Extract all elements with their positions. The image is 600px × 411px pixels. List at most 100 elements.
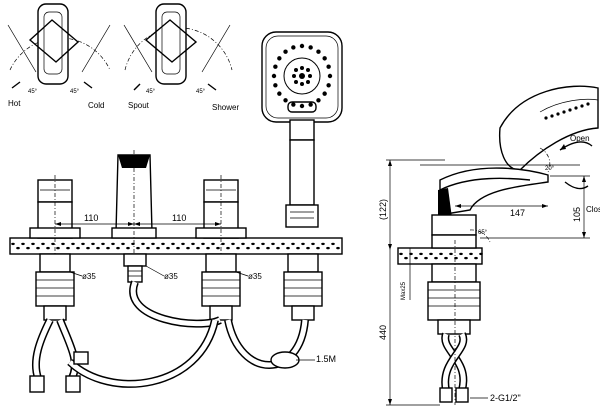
deck-texture-mark xyxy=(181,242,185,246)
deck-texture-mark xyxy=(76,246,80,250)
angle-label: 45° xyxy=(196,89,206,95)
deck-texture-mark xyxy=(61,242,65,246)
nozzle-dot xyxy=(277,56,282,61)
deck-texture-mark xyxy=(454,256,458,260)
deck-texture-mark xyxy=(206,246,210,250)
nozzle-dot xyxy=(271,73,277,79)
deck-texture-mark xyxy=(439,252,443,256)
shower-arrow xyxy=(207,83,217,91)
nozzle-dot xyxy=(299,103,305,109)
deck-texture-mark xyxy=(136,246,140,250)
deck-texture-mark xyxy=(11,242,15,246)
deck-texture-mark xyxy=(291,242,295,246)
height-above-label: (122) xyxy=(378,199,388,220)
deck-texture-mark xyxy=(246,246,250,250)
deck-texture-mark xyxy=(116,246,120,250)
nozzle-dot xyxy=(326,64,331,69)
nozzle-dot xyxy=(308,102,313,107)
deck-texture-mark xyxy=(101,242,105,246)
nozzle-dot xyxy=(556,112,560,116)
nozzle-dot xyxy=(291,45,296,50)
deck-texture-mark xyxy=(191,242,195,246)
nozzle-dot xyxy=(562,110,566,114)
deck-texture-mark xyxy=(196,246,200,250)
deck-texture-mark xyxy=(261,242,265,246)
deck-texture-mark xyxy=(444,256,448,260)
nozzle-dot xyxy=(277,91,282,96)
nozzle-dot xyxy=(273,83,278,88)
deck-texture-mark xyxy=(266,246,270,250)
hole-diameter-label: ø35 xyxy=(82,272,96,281)
nozzle-dot xyxy=(326,83,331,88)
angle-label: 45° xyxy=(146,89,156,95)
angle-label: 45° xyxy=(28,89,38,95)
deck-texture-mark xyxy=(91,242,95,246)
deck-texture-mark xyxy=(306,246,310,250)
nozzle-dot xyxy=(322,56,327,61)
deck-texture-mark xyxy=(331,242,335,246)
nozzle-dot xyxy=(568,108,572,112)
nozzle-dot xyxy=(292,74,296,78)
nozzle-dot xyxy=(586,102,590,106)
deck-texture-mark xyxy=(459,252,463,256)
deck-texture-mark xyxy=(404,256,408,260)
deck-texture-mark xyxy=(96,246,100,250)
deck-texture-mark xyxy=(474,256,478,260)
nozzle-dot xyxy=(291,102,296,107)
deck-texture-mark xyxy=(106,246,110,250)
cold-arrow xyxy=(83,81,93,89)
deck-texture-mark xyxy=(126,246,130,250)
nozzle-dot xyxy=(299,73,305,79)
deck-texture-mark xyxy=(311,242,315,246)
cold-label: Cold xyxy=(88,101,104,110)
deck-texture-mark xyxy=(166,246,170,250)
deck-texture-mark xyxy=(424,256,428,260)
hand-shower-head xyxy=(261,31,343,123)
deck-texture-mark xyxy=(146,246,150,250)
deck-texture-mark xyxy=(251,242,255,246)
deck-texture-mark xyxy=(161,242,165,246)
nozzle-dot xyxy=(574,106,578,110)
handle-diagram-hot-cold: 45° 45° Hot Cold xyxy=(7,3,111,110)
deck-texture-mark xyxy=(221,242,225,246)
spacing-left: 110 xyxy=(84,213,98,223)
handle-diagram-spout-shower: 45° 45° Spout Shower xyxy=(123,3,239,112)
deck-texture-mark xyxy=(226,246,230,250)
deck-texture-mark xyxy=(241,242,245,246)
nozzle-dot xyxy=(322,91,327,96)
deck-texture-mark xyxy=(21,242,25,246)
spout-label: Spout xyxy=(128,101,150,110)
deck-texture-mark xyxy=(216,246,220,250)
hose-length-label: 1.5M xyxy=(316,354,336,364)
angle-label: 45° xyxy=(70,89,80,95)
deck-texture-mark xyxy=(281,242,285,246)
nozzle-dot xyxy=(308,74,312,78)
deck-texture-mark xyxy=(46,246,50,250)
deck-texture-mark xyxy=(231,242,235,246)
nozzle-dot xyxy=(316,49,321,54)
base-angle-label: 65° xyxy=(478,230,488,236)
deck-texture-mark xyxy=(66,246,70,250)
nozzle-dot xyxy=(283,49,288,54)
nozzle-dot xyxy=(294,68,298,72)
deck-texture-mark xyxy=(56,246,60,250)
deck-plate xyxy=(9,237,343,255)
deck-texture-mark xyxy=(276,246,280,250)
deck-texture-mark xyxy=(256,246,260,250)
shower-label: Shower xyxy=(212,103,239,112)
deck-texture-mark xyxy=(286,246,290,250)
spout-arrow xyxy=(133,83,141,91)
deck-texture-mark xyxy=(336,246,340,250)
deck-texture-mark xyxy=(296,246,300,250)
nozzle-dot xyxy=(550,114,554,118)
nozzle-dot xyxy=(580,104,584,108)
nozzle-dot xyxy=(308,45,313,50)
nozzle-dot xyxy=(300,66,304,70)
under-deck-body-left xyxy=(35,253,75,321)
deck-texture-mark xyxy=(151,242,155,246)
deck-texture-mark xyxy=(236,246,240,250)
below-deck-label: 440 xyxy=(378,325,388,340)
deck-texture-mark xyxy=(71,242,75,246)
deck-texture-mark xyxy=(121,242,125,246)
